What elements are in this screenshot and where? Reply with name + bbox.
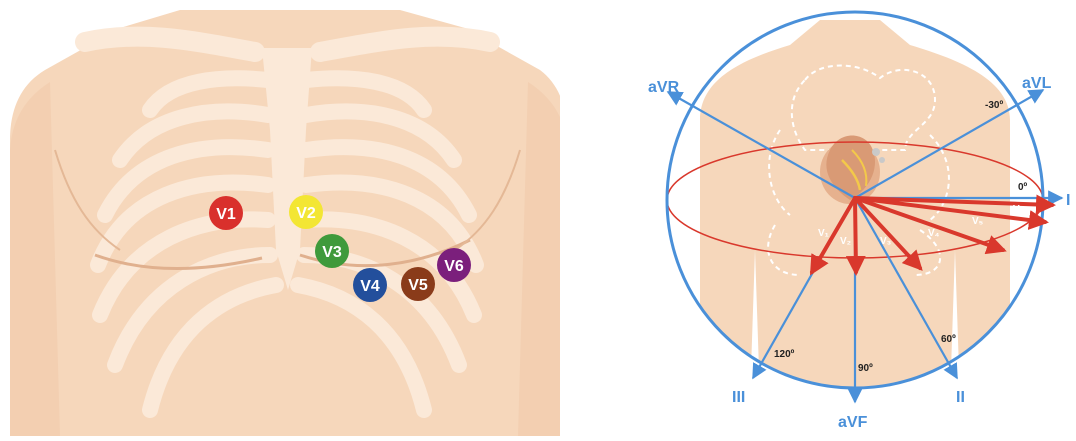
- vector-label-v3: V₃: [880, 236, 892, 247]
- electrode-v6: V6: [437, 248, 471, 282]
- angle-0: 0º: [1018, 182, 1028, 193]
- vector-label-v2: V₂: [840, 236, 851, 247]
- electrode-v5: V5: [401, 267, 435, 301]
- lead-label-avf: aVF: [838, 414, 868, 431]
- vector-label-v1: V₁: [818, 228, 829, 239]
- hexaxial-diagram: V₁ V₂ V₃ V₄ V₅ V₆ aVR aVL I II III aVF -…: [620, 0, 1076, 436]
- electrode-v3: V3: [315, 234, 349, 268]
- electrode-label: V4: [360, 278, 380, 295]
- lead-label-avr: aVR: [648, 79, 680, 96]
- vector-V2: [855, 198, 856, 272]
- angle-120: 120º: [774, 349, 795, 360]
- electrode-v4: V4: [353, 268, 387, 302]
- electrode-v2: V2: [289, 195, 323, 229]
- electrode-label: V6: [444, 258, 464, 275]
- electrode-label: V5: [408, 277, 428, 294]
- electrode-label: V2: [296, 205, 316, 222]
- vector-label-v6: V₆: [1013, 204, 1024, 215]
- angle-minus30: -30º: [985, 100, 1003, 111]
- electrode-v1: V1: [209, 196, 243, 230]
- lead-label-iii: III: [732, 389, 745, 406]
- vector-label-v5: V₅: [972, 216, 984, 227]
- lead-label-avl: aVL: [1022, 75, 1052, 92]
- electrode-label: V1: [216, 206, 236, 223]
- lead-vector-panel: V₁ V₂ V₃ V₄ V₅ V₆ aVR aVL I II III aVF -…: [620, 0, 1076, 436]
- angle-90: 90º: [858, 363, 873, 374]
- angle-60: 60º: [941, 334, 956, 345]
- vector-label-v4: V₄: [928, 228, 940, 239]
- lead-label-i: I: [1066, 192, 1070, 209]
- electrode-label: V3: [322, 244, 342, 261]
- lead-label-ii: II: [956, 389, 965, 406]
